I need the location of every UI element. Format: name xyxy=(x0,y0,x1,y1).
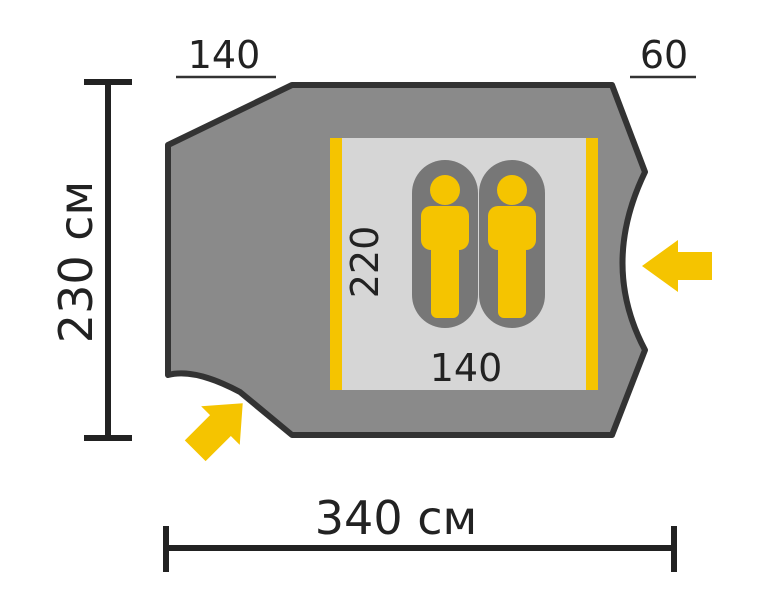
entrance-arrow-icon xyxy=(184,403,243,462)
sleeping-bag-right xyxy=(479,160,545,328)
inner-room-left-edge xyxy=(330,138,342,390)
entrance-arrow-icon xyxy=(642,240,712,292)
height-dimension xyxy=(84,79,132,441)
vestibule-right-label: 60 xyxy=(640,33,688,77)
height-label: 230 см xyxy=(49,181,103,343)
inner-width-label: 140 xyxy=(430,346,503,390)
width-dimension xyxy=(163,526,677,572)
sleeping-person-icon xyxy=(421,175,469,318)
width-label: 340 см xyxy=(315,491,477,545)
inner-length-label: 220 xyxy=(343,226,387,299)
vestibule-left-label: 140 xyxy=(188,33,261,77)
sleeping-bag-left xyxy=(412,160,478,328)
inner-room-right-edge xyxy=(586,138,598,390)
sleeping-person-icon xyxy=(488,175,536,318)
